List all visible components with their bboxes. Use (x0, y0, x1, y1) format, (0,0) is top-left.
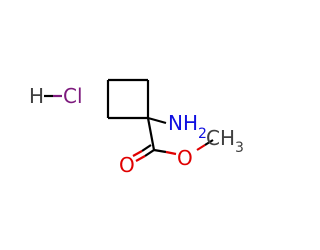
bond-o-methyl-c (204, 139, 214, 146)
bond-o-methyl-o (196, 144, 206, 151)
bond-c-o-ester-c (153, 148, 167, 154)
methyl-label: CH (206, 126, 235, 150)
bond-c-carbonyl (146, 117, 156, 151)
molecule-structure: H Cl NH 2 O O CH 3 (29, 78, 244, 177)
bond-c-o-ester-o (165, 150, 177, 156)
amine-subscript: 2 (198, 126, 207, 142)
bond-c-n (147, 116, 167, 125)
carbonyl-oxygen-label: O (119, 153, 135, 177)
hydrogen-label: H (29, 84, 44, 108)
structure-canvas: H Cl NH 2 O O CH 3 (29, 78, 244, 177)
amine-label: NH (168, 111, 198, 135)
chlorine-label: Cl (63, 84, 83, 108)
bond-carbonyl-double-2-c (141, 144, 152, 152)
bond-carbonyl-double-1-c (144, 149, 155, 157)
methyl-subscript: 3 (235, 140, 244, 156)
bond-carbonyl-double-1-o (135, 155, 146, 162)
ester-oxygen-label: O (177, 146, 193, 170)
bond-carbonyl-double-2-o (132, 150, 143, 157)
